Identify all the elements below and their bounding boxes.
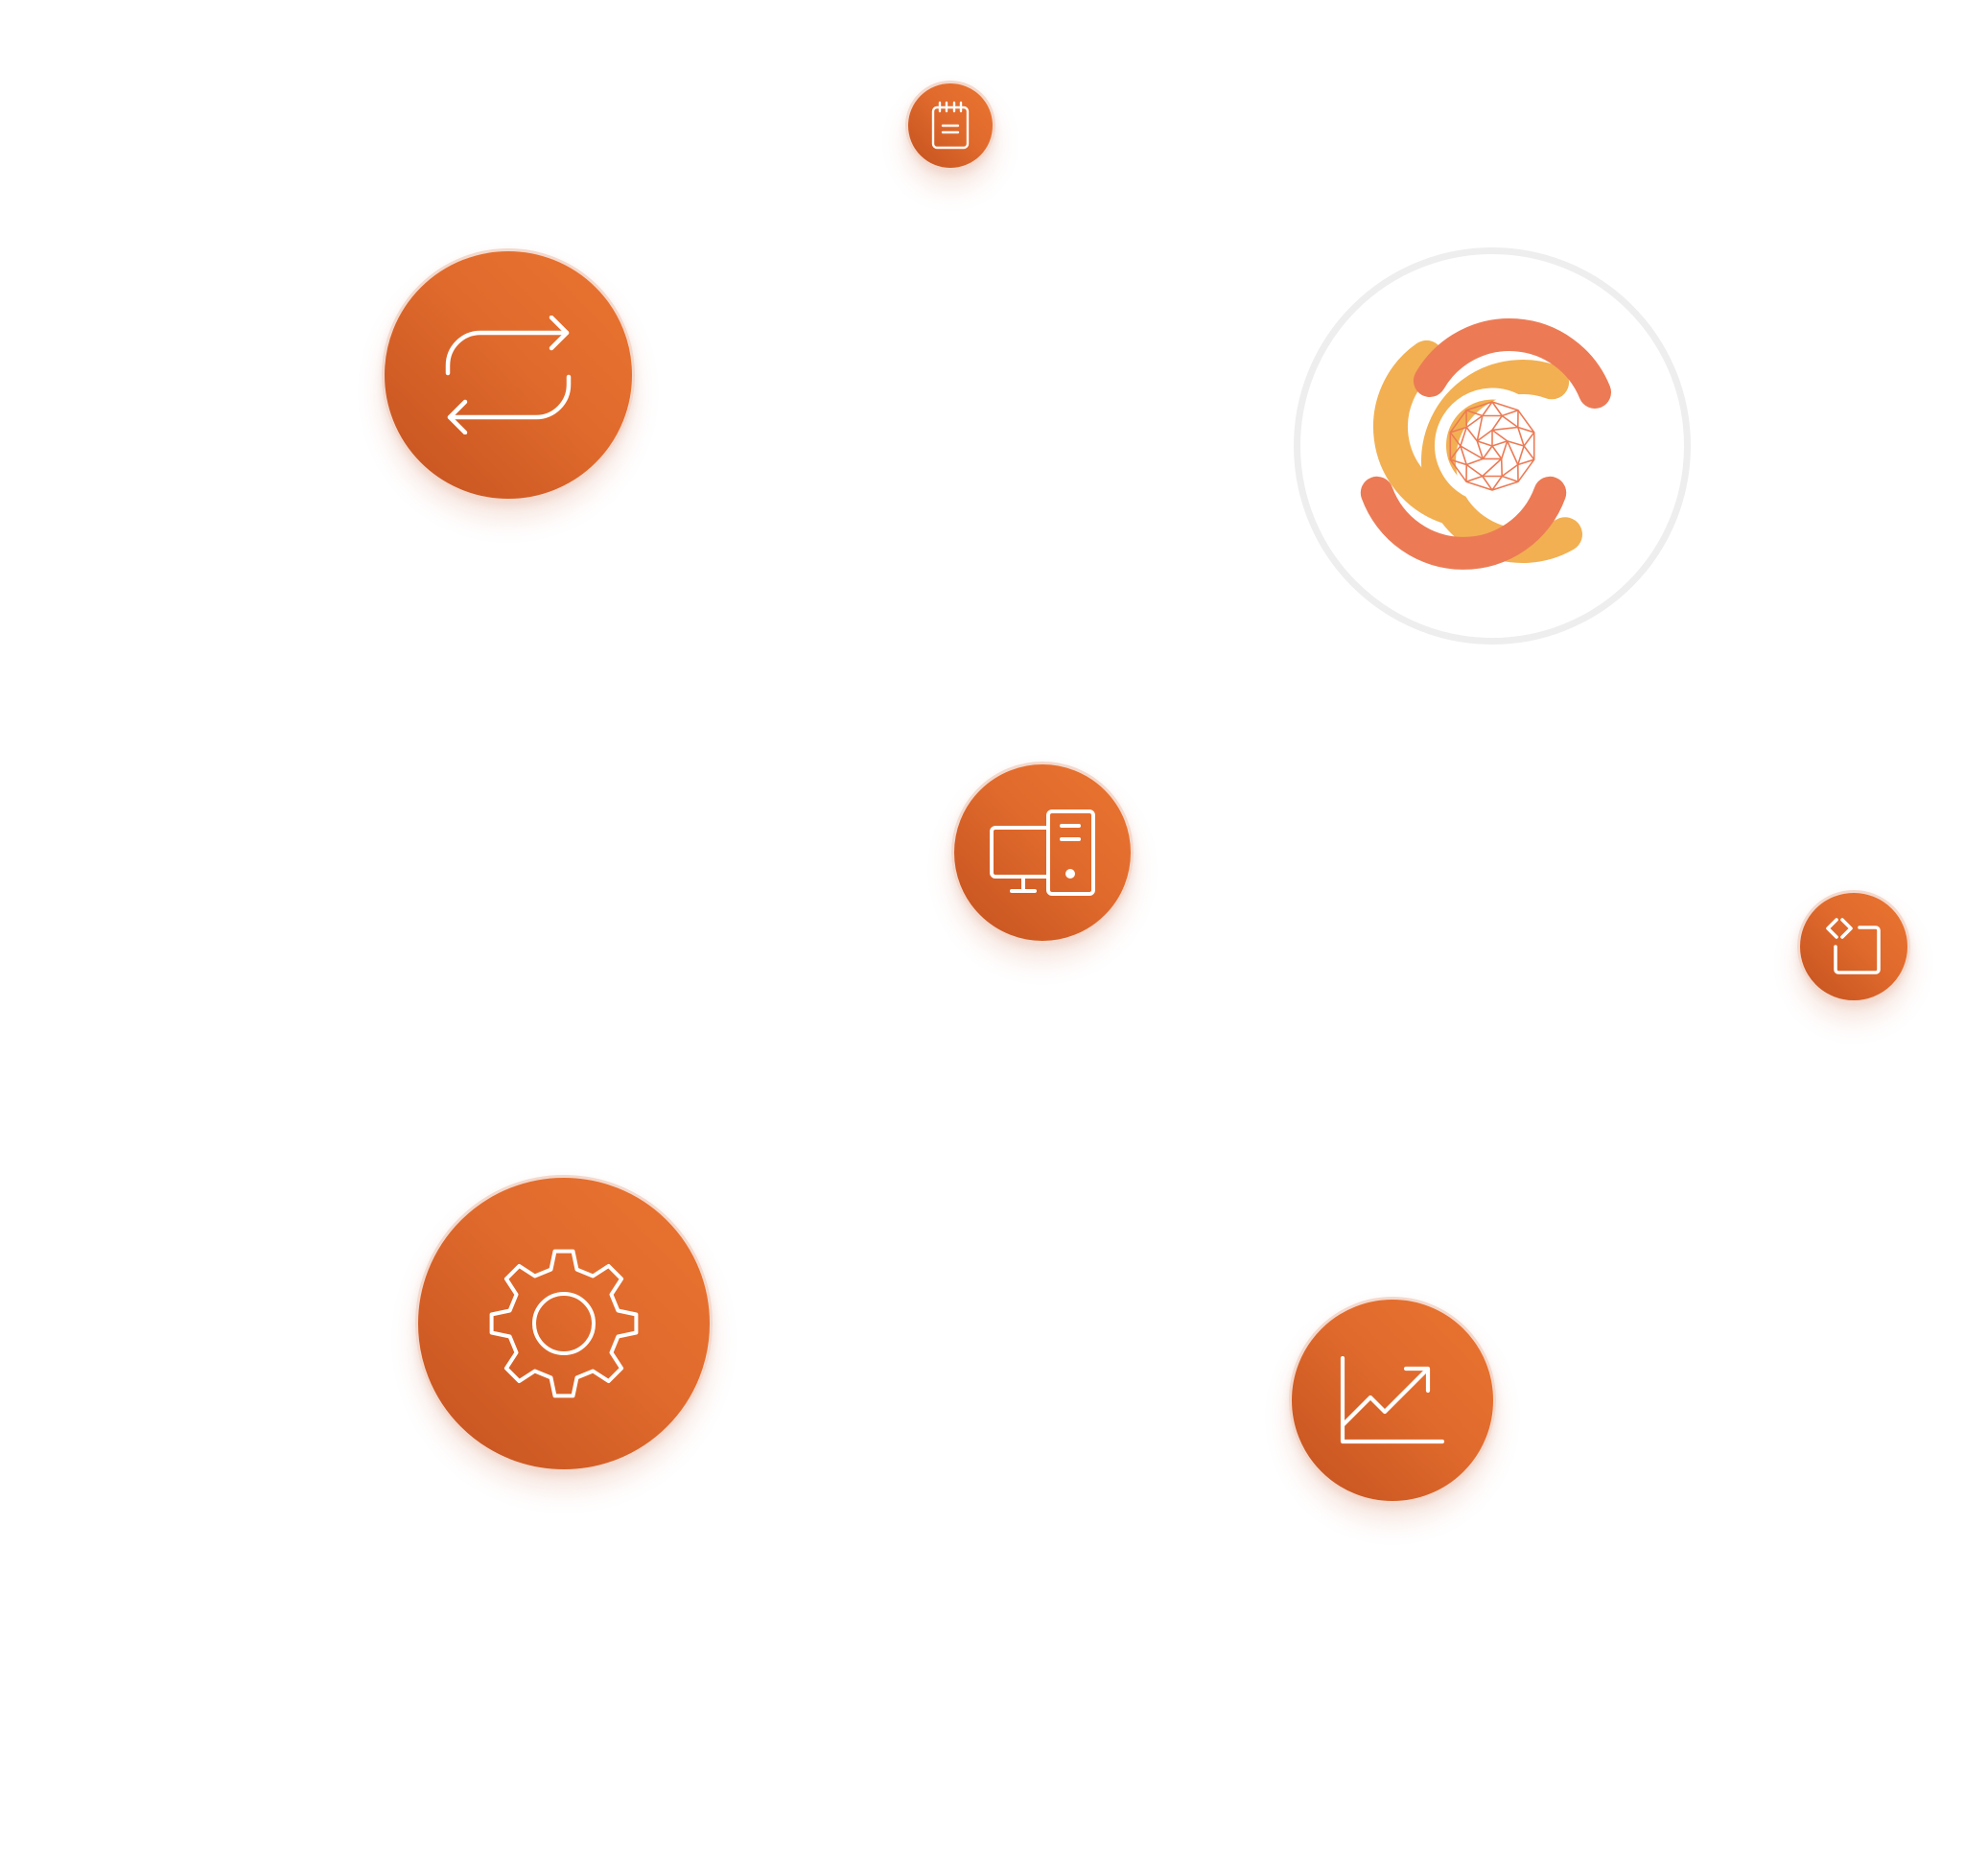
desktop-computer-bubble[interactable] xyxy=(951,762,1134,944)
notepad-icon xyxy=(931,101,970,150)
gear-icon xyxy=(489,1249,639,1398)
notepad-bubble[interactable] xyxy=(905,81,995,171)
brand-logo-ring xyxy=(1294,247,1691,645)
trending-chart-icon xyxy=(1340,1356,1445,1444)
spiral-sphere-logo xyxy=(1360,318,1611,570)
repeat-icon xyxy=(445,316,572,434)
code-export-icon xyxy=(1826,918,1881,974)
repeat-bubble[interactable] xyxy=(382,248,635,502)
code-export-bubble[interactable] xyxy=(1797,890,1910,1003)
analytics-bubble[interactable] xyxy=(1289,1297,1496,1504)
settings-bubble[interactable] xyxy=(415,1175,713,1472)
desktop-computer-icon xyxy=(990,809,1095,896)
